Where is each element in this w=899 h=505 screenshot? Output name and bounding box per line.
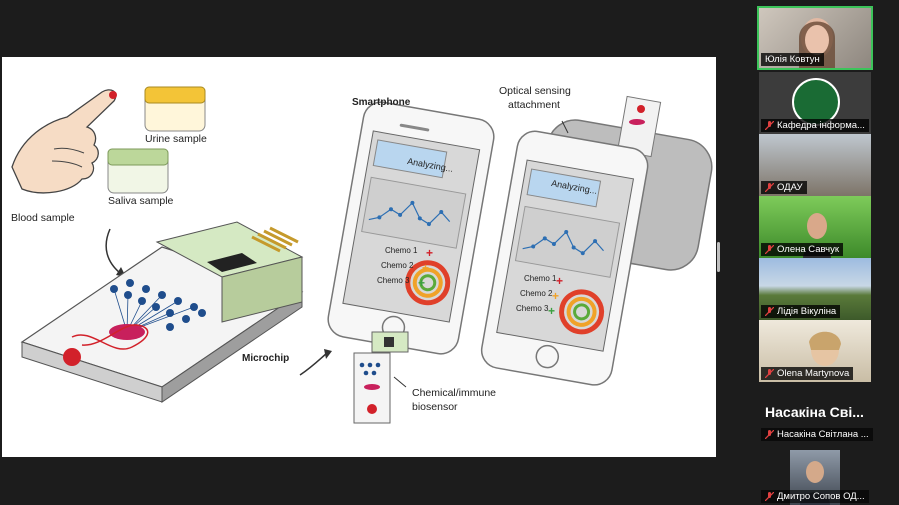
mic-off-icon bbox=[765, 121, 774, 130]
participant-name-7[interactable]: Насакіна Світлана ... bbox=[761, 428, 873, 441]
chemo2-right: Chemo 2 bbox=[520, 289, 553, 298]
slide-illustration: + + + + + + bbox=[11, 86, 713, 424]
saliva-cup-illustration bbox=[107, 148, 169, 194]
participant-tile-5[interactable]: Лідія Вікуліна bbox=[759, 258, 871, 320]
chemo3-plus: + bbox=[418, 276, 425, 290]
label-blood: Blood sample bbox=[11, 212, 75, 224]
participant-tile-1[interactable]: Юлія Ковтун bbox=[757, 6, 873, 70]
chemo3-right: Chemo 3 bbox=[516, 304, 549, 313]
shared-slide: + + + + + + Smartphone Optical sensing a… bbox=[2, 57, 716, 457]
mic-off-icon bbox=[765, 183, 774, 192]
label-saliva: Saliva sample bbox=[108, 195, 174, 207]
mic-off-icon bbox=[765, 369, 774, 378]
participant-name-2: Кафедра інформа... bbox=[761, 119, 869, 132]
participant-tile-4[interactable]: Олена Савчук bbox=[759, 196, 871, 258]
chemo1-plus: + bbox=[426, 246, 433, 260]
label-urine: Urine sample bbox=[145, 133, 207, 145]
label-optical2: attachment bbox=[508, 99, 560, 111]
chemo2-left: Chemo 2 bbox=[381, 261, 414, 270]
urine-cup-illustration bbox=[144, 86, 206, 132]
participant-name-8[interactable]: Дмитро Сопов ОД... bbox=[761, 490, 869, 503]
participant-tile-6[interactable]: Olena Martynova bbox=[759, 320, 871, 382]
chemo3-left: Chemo 3 bbox=[377, 276, 410, 285]
label-microchip: Microchip bbox=[242, 353, 290, 364]
smartphone-left bbox=[327, 101, 495, 355]
biosensor-strip bbox=[353, 331, 409, 424]
mic-off-icon bbox=[765, 430, 774, 439]
avatar bbox=[809, 331, 841, 366]
label-chem2: biosensor bbox=[412, 401, 458, 413]
chemo2-plus: + bbox=[422, 261, 429, 275]
label-chem: Chemical/immune bbox=[412, 387, 497, 399]
participant-name-4: Олена Савчук bbox=[761, 243, 844, 256]
mic-off-icon bbox=[765, 307, 774, 316]
panel-splitter[interactable] bbox=[717, 242, 720, 272]
microchip-board bbox=[20, 221, 304, 403]
chemo1-left: Chemo 1 bbox=[385, 246, 418, 255]
participant-name-6: Olena Martynova bbox=[761, 367, 854, 380]
chemo1-plus-r: + bbox=[556, 274, 563, 288]
label-optical: Optical sensing bbox=[499, 85, 571, 97]
mic-off-icon bbox=[765, 245, 774, 254]
participant-name-3: ОДАУ bbox=[761, 181, 807, 194]
chemo3-plus-r: + bbox=[548, 304, 555, 318]
smartphone-right bbox=[480, 130, 649, 386]
participant-tile-3[interactable]: ОДАУ bbox=[759, 134, 871, 196]
participant-tile-2[interactable]: Кафедра інформа... bbox=[759, 72, 871, 134]
mic-off-icon bbox=[765, 492, 774, 501]
participant-big-name: Насакіна Сві... bbox=[765, 404, 864, 420]
chemo2-plus-r: + bbox=[552, 289, 559, 303]
participant-name-5: Лідія Вікуліна bbox=[761, 305, 841, 318]
label-smartphone: Smartphone bbox=[352, 97, 411, 108]
chemo1-right: Chemo 1 bbox=[524, 274, 557, 283]
participant-name-1: Юлія Ковтун bbox=[761, 53, 824, 66]
hand-illustration bbox=[11, 89, 117, 194]
